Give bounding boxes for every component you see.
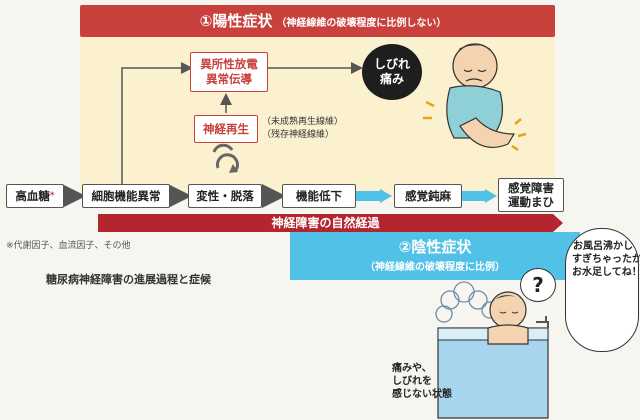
- flow-arrow-4-head: [380, 189, 392, 203]
- flow-step-degeneration-label: 変性・脱落: [196, 188, 254, 204]
- footnote-marker: *: [50, 191, 55, 201]
- flow-step-sensory-label: 感覚障害: [508, 181, 554, 195]
- flow-step-hyperglycemia: 高血糖*: [6, 184, 64, 208]
- flow-step-function-decline-label: 機能低下: [296, 188, 342, 204]
- question-bubble: ?: [520, 268, 556, 302]
- regeneration-note-2: （残存神経線維）: [262, 129, 343, 142]
- flow-step-hyperglycemia-label: 高血糖: [15, 188, 50, 204]
- negative-number: ②: [399, 238, 412, 256]
- nerve-regeneration-box: 神経再生: [194, 115, 258, 143]
- speech-line1: お風呂沸かし: [572, 240, 634, 253]
- regeneration-notes: （未成熟再生線維） （残存神経線維）: [262, 116, 343, 142]
- abnormal-discharge-line2: 異常伝導: [206, 72, 252, 87]
- negative-symptoms-title: ②陰性症状: [290, 236, 580, 257]
- natural-course-label: 神経障害の自然経過: [271, 216, 379, 230]
- pain-bubble-line2: 痛み: [380, 72, 404, 87]
- flow-arrow-5-head: [485, 189, 497, 203]
- nerve-regeneration-label: 神経再生: [203, 121, 249, 137]
- flow-step-hypoesthesia-label: 感覚鈍麻: [405, 188, 451, 204]
- speech-line3: お水足してね！: [572, 266, 634, 279]
- bath-note-line2: しびれを: [392, 375, 452, 388]
- regeneration-note-1: （未成熟再生線維）: [262, 116, 343, 129]
- flow-step-motor-label: 運動まひ: [508, 195, 554, 209]
- pain-bubble-line1: しびれ: [374, 57, 410, 72]
- figure-caption: 糖尿病神経障害の進展過程と症候: [46, 271, 211, 287]
- speech-line2: すぎちゃったから: [572, 253, 634, 266]
- footnote: ※代謝因子、血流因子、その他: [6, 238, 131, 251]
- numbness-pain-bubble: しびれ 痛み: [362, 44, 422, 100]
- negative-title-text: 陰性症状: [411, 238, 471, 256]
- bath-note-line1: 痛みや、: [392, 362, 452, 375]
- flow-step-degeneration: 変性・脱落: [188, 184, 262, 208]
- bath-note: 痛みや、 しびれを 感じない状態: [392, 362, 452, 401]
- man-in-pain-illustration: [420, 26, 530, 166]
- bath-note-line3: 感じない状態: [392, 388, 452, 401]
- natural-course-band: 神経障害の自然経過: [98, 214, 553, 232]
- abnormal-discharge-box: 異所性放電 異常伝導: [190, 52, 268, 92]
- speech-bubble-text: お風呂沸かし すぎちゃったから お水足してね！: [572, 240, 634, 279]
- flow-step-sensory-motor: 感覚障害 運動まひ: [498, 178, 564, 212]
- flow-step-cell-dysfunction: 細胞機能異常: [82, 184, 170, 208]
- flow-step-hypoesthesia: 感覚鈍麻: [394, 184, 462, 208]
- abnormal-discharge-line1: 異所性放電: [200, 57, 258, 72]
- question-mark-text: ?: [532, 273, 544, 297]
- flow-step-cell-dysfunction-label: 細胞機能異常: [92, 188, 161, 204]
- cycle-icon: [214, 145, 238, 173]
- natural-course-arrow-tip: [553, 214, 563, 232]
- flow-step-function-decline: 機能低下: [282, 184, 356, 208]
- connector-cell-to-discharge: [122, 68, 190, 184]
